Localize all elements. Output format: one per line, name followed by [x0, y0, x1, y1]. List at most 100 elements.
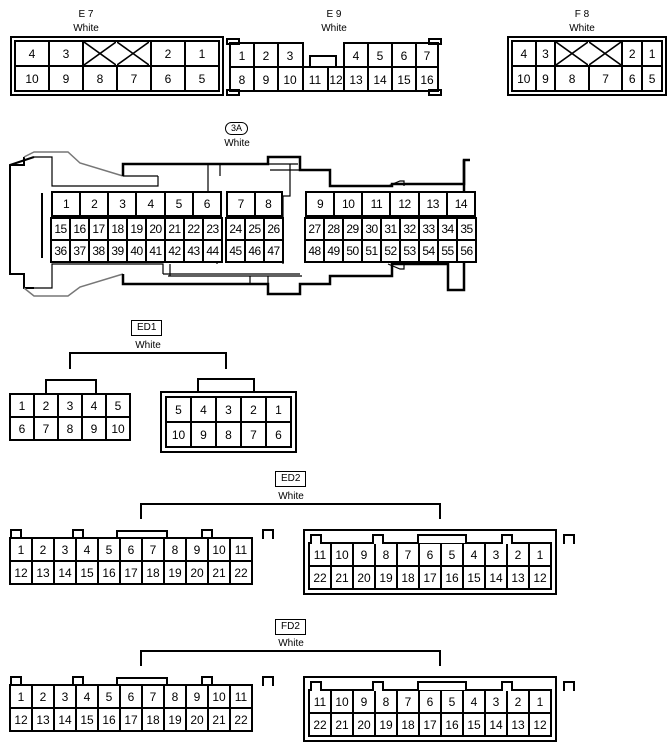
ed2-left-latch — [262, 529, 274, 539]
e9-pin: 10 — [283, 73, 297, 87]
pin-cell: 3 — [48, 40, 84, 67]
ed2-left-latch — [201, 529, 213, 539]
fd2-pair-bracket — [140, 650, 441, 666]
pin-cell: 11 — [361, 191, 392, 217]
pin-cell: 6 — [119, 684, 143, 709]
pin-cell: 3 — [53, 537, 77, 562]
pin-cell: 7 — [141, 537, 165, 562]
pin-cell: 6 — [418, 689, 442, 714]
e9-pin: 14 — [373, 73, 387, 87]
pin-cell: 4 — [511, 40, 537, 67]
pin-cell: 13 — [417, 191, 448, 217]
blank-x-icon — [84, 42, 116, 65]
pin-cell: 7 — [116, 65, 152, 92]
ed2-right-latch — [372, 534, 384, 544]
pin-cell: 28 — [323, 217, 344, 241]
e7-code-label: E 7 — [78, 9, 94, 20]
pin-cell: 7 — [33, 416, 59, 441]
pin-cell: 6 — [191, 191, 223, 217]
e9-pin: 1 — [239, 49, 246, 63]
pin-cell: 3 — [534, 40, 557, 67]
fd2-right-latch — [310, 681, 322, 691]
pin-cell: 17 — [119, 707, 143, 732]
pin-cell: 9 — [185, 684, 209, 709]
pin-cell: 39 — [107, 239, 128, 263]
pin-cell: 15 — [462, 712, 486, 737]
pin-cell: 5 — [163, 191, 194, 217]
pin-cell: 4 — [14, 40, 50, 67]
pin-cell: 8 — [253, 191, 283, 217]
pin-cell: 15 — [75, 560, 99, 585]
pin-cell: 22 — [183, 217, 204, 241]
pin-cell: 20 — [185, 560, 209, 585]
pin-cell: 3 — [215, 396, 242, 423]
pin-cell: 55 — [437, 239, 458, 263]
fd2-right-latch — [417, 681, 467, 690]
pin-cell: 20 — [185, 707, 209, 732]
ed2-code-label: ED2 — [275, 471, 307, 487]
pin-cell: 4 — [135, 191, 166, 217]
pin-cell: 2 — [31, 684, 55, 709]
pin-cell: 48 — [304, 239, 325, 263]
pin-cell: 15 — [75, 707, 99, 732]
pin-cell: 47 — [263, 239, 284, 263]
pin-cell: 23 — [202, 217, 223, 241]
pin-cell: 1 — [265, 396, 292, 423]
ed2-right-latch — [563, 534, 575, 544]
pin-cell: 14 — [484, 712, 508, 737]
e9-pin: 8 — [239, 73, 246, 87]
pin-cell: 3 — [484, 689, 508, 714]
pin-cell: 17 — [418, 565, 442, 590]
pin-cell: 25 — [244, 217, 265, 241]
e9-code-label: E 9 — [326, 9, 342, 20]
pin-cell: 5 — [105, 393, 131, 418]
pin-cell: 19 — [374, 565, 398, 590]
blank-x-icon — [117, 42, 149, 65]
pin-cell: 20 — [145, 217, 166, 241]
pin-cell: 1 — [50, 191, 82, 217]
e9-pin: 11 — [309, 73, 322, 87]
pin-cell: 9 — [185, 537, 209, 562]
ed2-right-latch — [501, 534, 513, 544]
pin-cell: 6 — [621, 65, 644, 92]
ed2-pair-bracket — [140, 503, 441, 519]
fd2-right-latch — [501, 681, 513, 691]
pin-cell: 4 — [462, 542, 486, 567]
pin-cell: 4 — [75, 684, 99, 709]
pin-cell: 7 — [396, 689, 420, 714]
pin-cell: 18 — [396, 712, 420, 737]
pin-cell: 10 — [105, 416, 131, 441]
pin-cell: 45 — [225, 239, 246, 263]
ed2-left-latch — [72, 529, 84, 539]
ed2-left-latch — [10, 529, 22, 539]
pin-cell: 21 — [207, 560, 231, 585]
pin-cell: 9 — [352, 542, 376, 567]
pin-cell: 22 — [308, 712, 332, 737]
pin-cell: 13 — [506, 712, 530, 737]
pin-cell: 13 — [506, 565, 530, 590]
fd2-code-label: FD2 — [275, 619, 306, 635]
pin-cell: 37 — [69, 239, 90, 263]
pin-cell: 56 — [456, 239, 477, 263]
pin-cell: 21 — [207, 707, 231, 732]
ed2-right-latch — [417, 534, 467, 543]
fd2-color-label: White — [278, 638, 304, 649]
pin-cell: 26 — [263, 217, 284, 241]
pin-cell: 10 — [511, 65, 537, 92]
pin-cell: 8 — [554, 65, 590, 92]
pin-cell: 22 — [229, 707, 253, 732]
pin-cell: 3 — [53, 684, 77, 709]
pin-cell: 5 — [641, 65, 663, 92]
